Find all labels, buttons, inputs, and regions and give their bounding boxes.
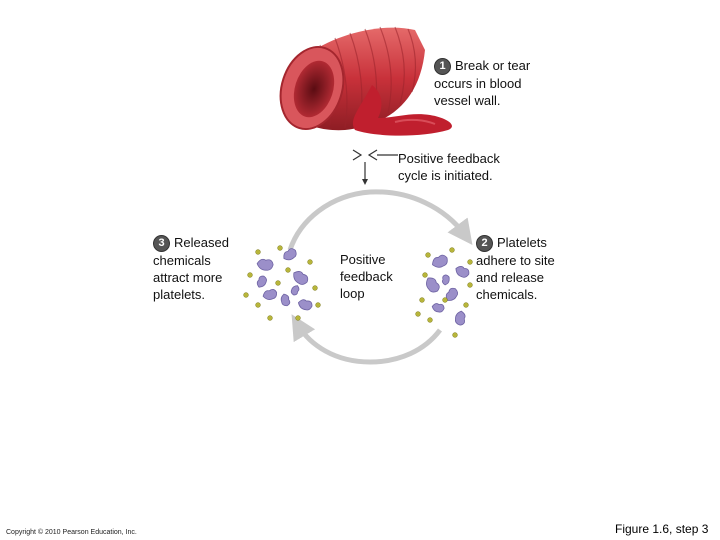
chemical-granule [277, 245, 283, 251]
chemical-granule [467, 282, 473, 288]
blood-pool [352, 85, 452, 136]
platelet-cluster-right [415, 247, 473, 338]
chemical-granule [255, 302, 261, 308]
chemical-granule [427, 317, 433, 323]
platelet [432, 254, 448, 268]
chemical-granule [307, 259, 313, 265]
chemical-granule [467, 259, 473, 265]
chemical-granule [275, 280, 281, 286]
platelet [442, 274, 450, 286]
blood-vessel-illustration [279, 26, 452, 136]
loop-arrow-bottom [291, 314, 442, 365]
stimulus-arrow [352, 149, 398, 185]
feedback-cycle-label: Positive feedback cycle is initiated. [398, 151, 500, 183]
platelet [290, 285, 300, 296]
chemical-granule [315, 302, 321, 308]
platelet [256, 258, 274, 271]
chemical-granule [247, 272, 253, 278]
platelet [445, 287, 459, 301]
chemical-granule [267, 315, 273, 321]
platelet [256, 275, 267, 288]
copyright-notice: Copyright © 2010 Pearson Education, Inc. [6, 529, 137, 536]
step-3-badge: 3 [153, 235, 170, 252]
chemical-granule [255, 249, 261, 255]
chemical-granule [425, 252, 431, 258]
platelet [283, 248, 297, 261]
chemical-granule [452, 332, 458, 338]
step-2-badge: 2 [476, 235, 493, 252]
platelet [426, 277, 440, 293]
chemical-granule [449, 247, 455, 253]
platelet-cluster-left [243, 245, 321, 321]
step-1-badge: 1 [434, 58, 451, 75]
platelet [297, 299, 313, 311]
positive-feedback-loop-label: Positive feedback loop [340, 252, 393, 301]
chemical-granule [422, 272, 428, 278]
platelet [455, 266, 470, 278]
platelet [455, 310, 466, 326]
step-1-text: Break or tear occurs in blood vessel wal… [434, 58, 531, 108]
loop-arrow-top [287, 189, 473, 251]
chemical-granule [243, 292, 249, 298]
chemical-granule [285, 267, 291, 273]
platelet [293, 271, 309, 285]
platelet [262, 288, 278, 300]
chemical-granule [295, 315, 301, 321]
chemical-granule [463, 302, 469, 308]
step-3-text: Released chemicals attract more platelet… [153, 235, 229, 302]
platelet [280, 293, 291, 307]
step-2-text: Platelets adhere to site and release che… [476, 235, 555, 302]
chemical-granule [415, 311, 421, 317]
platelet [431, 303, 445, 313]
chemical-granule [442, 297, 448, 303]
chemical-granule [419, 297, 425, 303]
figure-caption: Figure 1.6, step 3 [615, 522, 709, 536]
chemical-granule [312, 285, 318, 291]
